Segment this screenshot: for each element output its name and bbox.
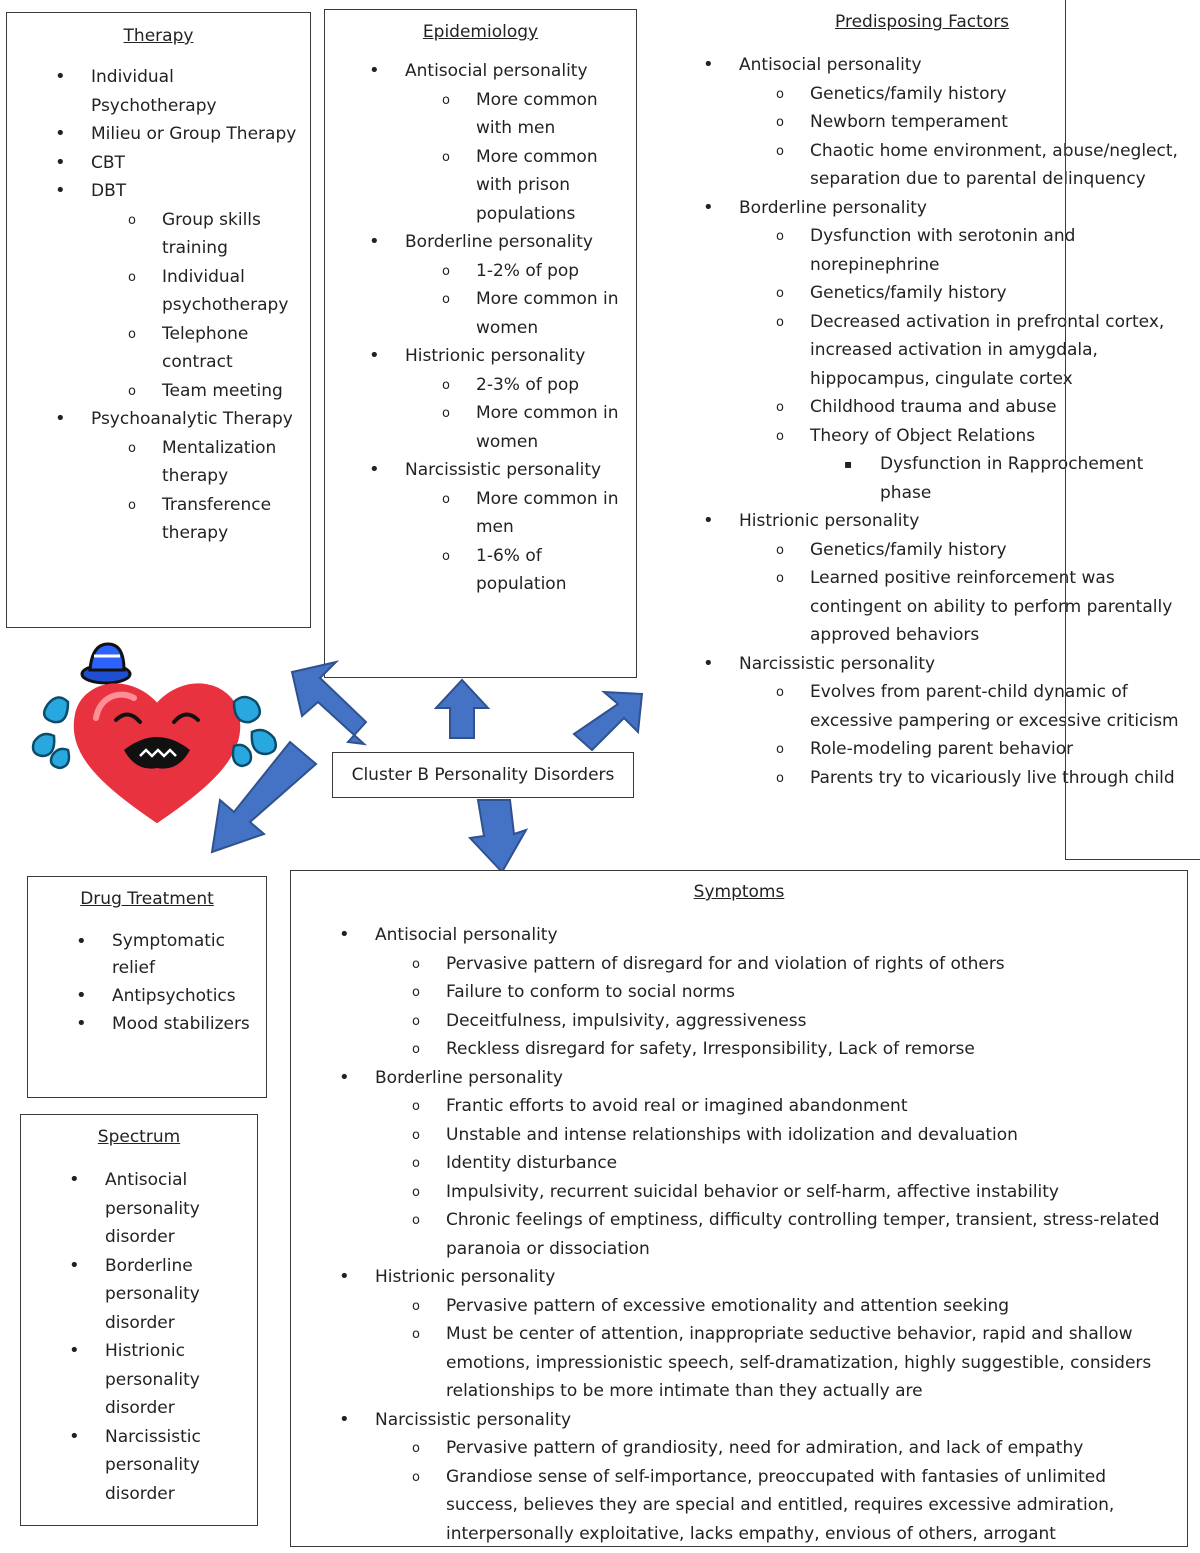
list-subitem: Genetics/family history	[655, 536, 1183, 564]
list-subitem: Learned positive reinforcement was conti…	[655, 564, 1183, 650]
list-subitem: Group skills training	[7, 206, 299, 263]
center-label: Cluster B Personality Disorders	[351, 765, 615, 785]
arrow-to-epidemiology	[433, 678, 491, 739]
list-subitem: Childhood trauma and abuse	[655, 393, 1183, 422]
list-subitem: More common in men	[325, 485, 621, 542]
list-subitem: Newborn temperament	[655, 108, 1183, 137]
list-subitem: More common with prison populations	[325, 143, 621, 229]
list-subitem: More common in women	[325, 285, 621, 342]
drug-treatment-title: Drug Treatment	[80, 889, 214, 909]
epidemiology-box: Epidemiology Antisocial personality More…	[324, 9, 637, 678]
list-subitem: Telephone contract	[7, 320, 299, 377]
list-subitem: 2-3% of pop	[325, 371, 621, 399]
list-item: Narcissistic personality	[655, 650, 1183, 679]
spectrum-title: Spectrum	[97, 1127, 181, 1147]
list-subitem: Dysfunction with serotonin and norepinep…	[655, 222, 1183, 279]
list-item: CBT	[7, 149, 299, 178]
list-subitem: More common in women	[325, 399, 621, 456]
predisposing-border	[1065, 0, 1200, 860]
list-item: Borderline personality	[655, 194, 1183, 223]
list-item: Mood stabilizers	[28, 1010, 258, 1038]
therapy-title: Therapy	[123, 26, 194, 46]
list-subitem: Chronic feelings of emptiness, difficult…	[291, 1206, 1176, 1263]
list-item: Antisocial personality	[655, 51, 1183, 80]
list-item: Borderline personality disorder	[21, 1252, 221, 1338]
list-item: Histrionic personality	[325, 342, 621, 371]
list-subitem: Role-modeling parent behavior	[655, 735, 1183, 764]
list-subitem: Pervasive pattern of disregard for and v…	[291, 950, 1176, 978]
predisposing-list: Antisocial personality Genetics/family h…	[655, 51, 1183, 792]
list-subitem: Team meeting	[7, 377, 299, 405]
list-item: Antisocial personality	[291, 921, 1176, 950]
drug-treatment-box: Drug Treatment Symptomatic relief Antips…	[27, 876, 267, 1098]
arrow-to-symptoms	[467, 799, 529, 874]
symptoms-box: Symptoms Antisocial personality Pervasiv…	[290, 870, 1188, 1547]
list-subitem: Individual psychotherapy	[7, 263, 299, 320]
therapy-list: Individual Psychotherapy Milieu or Group…	[7, 63, 299, 548]
list-item: Antisocial personality disorder	[21, 1166, 221, 1252]
drug-treatment-list: Symptomatic relief Antipsychotics Mood s…	[28, 928, 258, 1038]
list-item: DBT	[7, 177, 299, 206]
list-item: Narcissistic personality disorder	[21, 1423, 221, 1509]
list-subitem: Deceitfulness, impulsivity, aggressivene…	[291, 1007, 1176, 1035]
epidemiology-title: Epidemiology	[422, 22, 539, 42]
list-item: Psychoanalytic Therapy	[7, 405, 299, 434]
epidemiology-list: Antisocial personality More common with …	[325, 57, 621, 599]
list-item: Histrionic personality	[291, 1263, 1176, 1292]
list-subitem: Mentalization therapy	[7, 434, 299, 491]
list-subitem: Genetics/family history	[655, 80, 1183, 108]
list-subitem: 1-6% of population	[325, 542, 621, 599]
spectrum-box: Spectrum Antisocial personality disorder…	[20, 1114, 258, 1526]
list-item: Borderline personality	[325, 228, 621, 257]
list-item: Antisocial personality	[325, 57, 621, 86]
list-item: Milieu or Group Therapy	[7, 120, 299, 149]
list-subsubitem: Dysfunction in Rapprochement phase	[655, 450, 1183, 507]
list-item: Narcissistic personality	[291, 1406, 1176, 1435]
symptoms-title: Symptoms	[693, 882, 785, 902]
list-subitem: Decreased activation in prefrontal corte…	[655, 308, 1183, 394]
list-subitem: Genetics/family history	[655, 279, 1183, 308]
list-subitem: Chaotic home environment, abuse/neglect,…	[655, 137, 1183, 194]
list-subitem: Must be center of attention, inappropria…	[291, 1320, 1176, 1406]
list-subitem: Evolves from parent-child dynamic of exc…	[655, 678, 1183, 735]
list-item: Histrionic personality disorder	[21, 1337, 221, 1423]
center-node: Cluster B Personality Disorders	[332, 752, 634, 798]
list-subitem: Parents try to vicariously live through …	[655, 764, 1183, 792]
list-subitem: Transference therapy	[7, 491, 299, 548]
list-subitem: Pervasive pattern of excessive emotional…	[291, 1292, 1176, 1320]
list-subitem: Failure to conform to social norms	[291, 978, 1176, 1007]
list-subitem: Unstable and intense relationships with …	[291, 1121, 1176, 1149]
predisposing-section: Predisposing Factors Antisocial personal…	[655, 7, 1185, 827]
spectrum-list: Antisocial personality disorder Borderli…	[21, 1166, 221, 1508]
list-item: Antipsychotics	[28, 982, 258, 1010]
list-subitem: Identity disturbance	[291, 1149, 1176, 1178]
list-subitem: Frantic efforts to avoid real or imagine…	[291, 1092, 1176, 1121]
list-subitem: More common with men	[325, 86, 621, 143]
therapy-box: Therapy Individual Psychotherapy Milieu …	[6, 12, 311, 628]
list-subitem: Reckless disregard for safety, Irrespons…	[291, 1035, 1176, 1064]
list-subitem: 1-2% of pop	[325, 257, 621, 285]
list-subitem: Impulsivity, recurrent suicidal behavior…	[291, 1178, 1176, 1206]
list-item: Symptomatic relief	[28, 928, 258, 982]
list-subitem: Theory of Object Relations	[655, 422, 1183, 450]
list-subitem: Grandiose sense of self-importance, preo…	[291, 1463, 1176, 1547]
list-item: Individual Psychotherapy	[7, 63, 299, 120]
list-item: Histrionic personality	[655, 507, 1183, 536]
list-item: Narcissistic personality	[325, 456, 621, 485]
predisposing-title: Predisposing Factors	[835, 12, 1010, 32]
list-item: Borderline personality	[291, 1064, 1176, 1093]
symptoms-list: Antisocial personality Pervasive pattern…	[291, 921, 1176, 1547]
crying-heart-icon	[31, 642, 277, 824]
list-subitem: Pervasive pattern of grandiosity, need f…	[291, 1434, 1176, 1463]
arrow-to-predisposing	[572, 690, 644, 752]
